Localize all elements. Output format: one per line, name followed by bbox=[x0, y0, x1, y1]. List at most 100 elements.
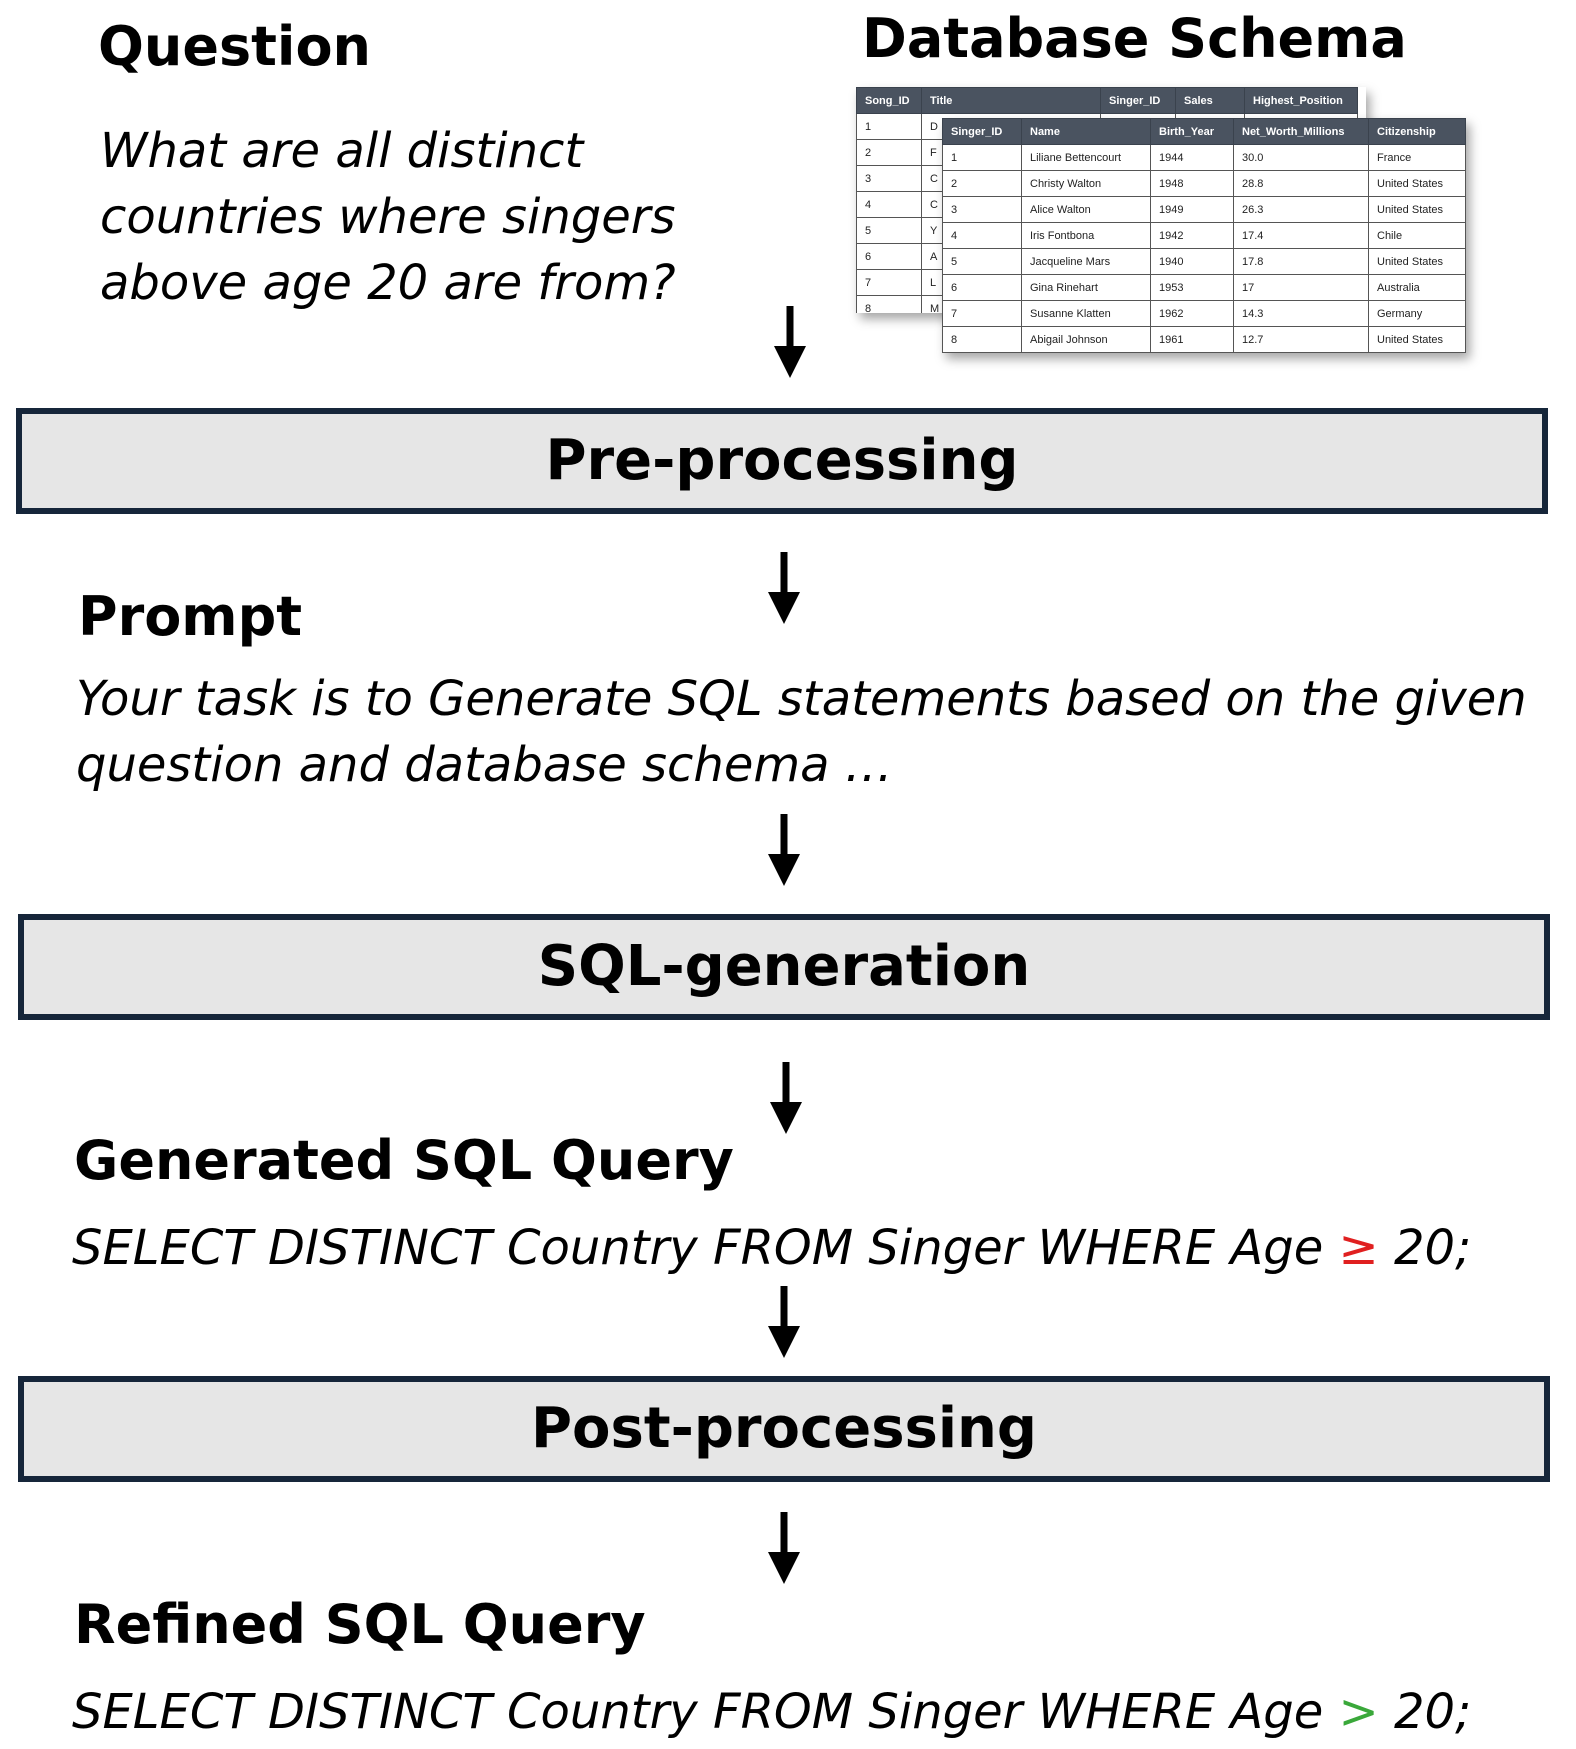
table-cell: France bbox=[1368, 144, 1466, 171]
table-cell: 3 bbox=[942, 196, 1022, 223]
table-cell: 1961 bbox=[1150, 326, 1234, 353]
flow-arrow-icon bbox=[764, 814, 804, 886]
flow-arrow-icon bbox=[770, 306, 810, 378]
sql-text: 20; bbox=[1378, 1220, 1472, 1276]
table-cell: 17 bbox=[1233, 274, 1369, 301]
table-cell: 4 bbox=[856, 191, 922, 218]
table-cell: United States bbox=[1368, 326, 1466, 353]
prompt-line: question and database schema … bbox=[76, 737, 893, 793]
sql-text: 20; bbox=[1378, 1684, 1472, 1740]
table-cell: Australia bbox=[1368, 274, 1466, 301]
stage-label: SQL-generation bbox=[537, 934, 1031, 999]
table-cell: 8 bbox=[942, 326, 1022, 353]
table-cell: Susanne Klatten bbox=[1021, 300, 1151, 327]
table-cell: 4 bbox=[942, 222, 1022, 249]
column-header: Song_ID bbox=[856, 87, 922, 114]
prompt-text: Your task is to Generate SQL statements … bbox=[76, 666, 1527, 798]
table-cell: Alice Walton bbox=[1021, 196, 1151, 223]
table-cell: Christy Walton bbox=[1021, 170, 1151, 197]
sql-generation-stage: SQL-generation bbox=[18, 914, 1550, 1020]
table-cell: 2 bbox=[856, 139, 922, 166]
table-cell: 1942 bbox=[1150, 222, 1234, 249]
sql-text: SELECT DISTINCT Country FROM Singer WHER… bbox=[72, 1684, 1339, 1740]
column-header: Name bbox=[1021, 118, 1151, 145]
stage-label: Pre-processing bbox=[545, 428, 1019, 493]
table-cell: United States bbox=[1368, 170, 1466, 197]
table-cell: 3 bbox=[856, 165, 922, 192]
column-header: Birth_Year bbox=[1150, 118, 1234, 145]
flow-arrow-icon bbox=[764, 1512, 804, 1584]
table-cell: 1948 bbox=[1150, 170, 1234, 197]
wrong-operator: ≥ bbox=[1338, 1220, 1379, 1276]
table-cell: United States bbox=[1368, 248, 1466, 275]
refined-sql-heading: Refined SQL Query bbox=[74, 1593, 646, 1656]
table-cell: Gina Rinehart bbox=[1021, 274, 1151, 301]
fixed-operator: > bbox=[1338, 1684, 1379, 1740]
column-header: Title bbox=[921, 87, 1101, 114]
table-cell: 6 bbox=[942, 274, 1022, 301]
table-cell: 5 bbox=[856, 217, 922, 244]
table-cell: Abigail Johnson bbox=[1021, 326, 1151, 353]
table-cell: Jacqueline Mars bbox=[1021, 248, 1151, 275]
question-text: What are all distinct countries where si… bbox=[100, 118, 676, 316]
flow-arrow-icon bbox=[764, 1286, 804, 1358]
refined-sql-query: SELECT DISTINCT Country FROM Singer WHER… bbox=[72, 1688, 1471, 1736]
column-header: Singer_ID bbox=[1100, 87, 1176, 114]
table-cell: 7 bbox=[856, 269, 922, 296]
prompt-heading: Prompt bbox=[78, 585, 303, 648]
table-cell: 12.7 bbox=[1233, 326, 1369, 353]
schema-heading: Database Schema bbox=[862, 7, 1407, 70]
singer-table: Singer_ID Name Birth_Year Net_Worth_Mill… bbox=[942, 118, 1466, 353]
table-cell: Liliane Bettencourt bbox=[1021, 144, 1151, 171]
flow-arrow-icon bbox=[764, 552, 804, 624]
table-cell: 1962 bbox=[1150, 300, 1234, 327]
column-header: Highest_Position bbox=[1244, 87, 1358, 114]
table-cell: 26.3 bbox=[1233, 196, 1369, 223]
preprocessing-stage: Pre-processing bbox=[16, 408, 1548, 514]
column-header: Sales bbox=[1175, 87, 1245, 114]
table-cell: Iris Fontbona bbox=[1021, 222, 1151, 249]
column-header: Net_Worth_Millions bbox=[1233, 118, 1369, 145]
table-cell: 1953 bbox=[1150, 274, 1234, 301]
postprocessing-stage: Post-processing bbox=[18, 1376, 1550, 1482]
flow-arrow-icon bbox=[766, 1062, 806, 1134]
stage-label: Post-processing bbox=[530, 1396, 1038, 1461]
table-cell: 28.8 bbox=[1233, 170, 1369, 197]
table-cell: 1940 bbox=[1150, 248, 1234, 275]
prompt-line: Your task is to Generate SQL statements … bbox=[76, 671, 1527, 727]
question-heading: Question bbox=[98, 15, 371, 78]
table-cell: 1944 bbox=[1150, 144, 1234, 171]
question-line: What are all distinct bbox=[100, 123, 584, 179]
table-cell: 17.8 bbox=[1233, 248, 1369, 275]
question-line: countries where singers bbox=[100, 189, 676, 245]
table-cell: Germany bbox=[1368, 300, 1466, 327]
singer-table-header-row: Singer_ID Name Birth_Year Net_Worth_Mill… bbox=[942, 118, 1466, 145]
table-cell: 30.0 bbox=[1233, 144, 1369, 171]
table-cell: 14.3 bbox=[1233, 300, 1369, 327]
table-cell: United States bbox=[1368, 196, 1466, 223]
table-cell: 5 bbox=[942, 248, 1022, 275]
generated-sql-heading: Generated SQL Query bbox=[74, 1129, 734, 1192]
question-line: above age 20 are from? bbox=[100, 255, 676, 311]
table-cell: 1949 bbox=[1150, 196, 1234, 223]
table-cell: 1 bbox=[856, 113, 922, 140]
table-cell: 6 bbox=[856, 243, 922, 270]
table-cell: 8 bbox=[856, 295, 922, 313]
song-table-header-row: Song_ID Title Singer_ID Sales Highest_Po… bbox=[856, 87, 1358, 114]
table-cell: 7 bbox=[942, 300, 1022, 327]
table-cell: 17.4 bbox=[1233, 222, 1369, 249]
table-cell: Chile bbox=[1368, 222, 1466, 249]
generated-sql-query: SELECT DISTINCT Country FROM Singer WHER… bbox=[72, 1224, 1471, 1272]
column-header: Singer_ID bbox=[942, 118, 1022, 145]
table-cell: 2 bbox=[942, 170, 1022, 197]
table-cell: 1 bbox=[942, 144, 1022, 171]
sql-text: SELECT DISTINCT Country FROM Singer WHER… bbox=[72, 1220, 1339, 1276]
